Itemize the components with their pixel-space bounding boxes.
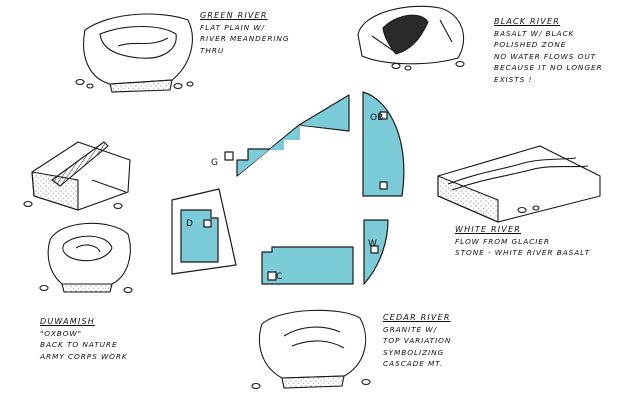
plan-tags: G OB D W C [186, 113, 383, 282]
plinth-w [370, 245, 379, 254]
note-green-river-line: RIVER MEANDERING [200, 34, 290, 43]
note-green-river-line: THRU [200, 45, 225, 55]
plinth-d [203, 219, 212, 228]
note-cedar-river-line: TOP VARIATION [383, 336, 452, 345]
note-black-river-line: EXISTS ! [494, 74, 533, 84]
black-river-rock-sketch [357, 5, 465, 71]
note-duwamish-line: ARMY CORPS WORK [40, 351, 128, 361]
plinth-c [267, 271, 277, 281]
note-black-river-line: POLISHED ZONE [494, 40, 567, 49]
white-river-slab-sketch [437, 145, 601, 223]
note-black-river-line: BASALT W/ BLACK [494, 28, 575, 38]
plinth-ob2 [379, 181, 388, 190]
note-white-river-line: FLOW FROM GLACIER [455, 236, 550, 246]
note-cedar-river-line: GRANITE W/ [383, 324, 437, 334]
note-black-river-line: NO WATER FLOWS OUT [494, 51, 597, 61]
duwamish-pool [180, 209, 219, 263]
plinth-g [224, 151, 234, 161]
duwamish-rock-sketch [39, 222, 133, 294]
tag-ob: OB [370, 113, 383, 123]
note-cedar-river-title: CEDAR RIVER [383, 313, 451, 322]
note-black-river-line: BECAUSE IT NO LONGER [494, 63, 603, 72]
note-duwamish-title: DUWAMISH [40, 317, 95, 326]
tag-w: W [368, 239, 377, 249]
note-white-river: WHITE RIVER FLOW FROM GLACIER STONE - WH… [455, 224, 590, 259]
note-cedar-river-line: CASCADE MT. [383, 359, 444, 368]
wedge-rock-sketch [23, 141, 131, 211]
note-duwamish-line: BACK TO NATURE [40, 340, 118, 349]
green-river-pool-fill [238, 97, 348, 175]
central-plan [171, 91, 405, 285]
note-green-river-title: GREEN RIVER [200, 11, 268, 20]
note-duwamish-line: "OXBOW" [40, 328, 82, 338]
tag-g: G [211, 158, 218, 168]
note-green-river: GREEN RIVER FLAT PLAIN W/ RIVER MEANDERI… [200, 10, 290, 56]
cedar-river-rock-sketch [251, 309, 371, 390]
note-black-river: BLACK RIVER BASALT W/ BLACK POLISHED ZON… [494, 16, 603, 85]
cedar-river-pool [261, 246, 354, 285]
note-cedar-river-line: SYMBOLIZING [383, 347, 445, 357]
green-river-rock-sketch [75, 13, 194, 93]
tag-c: C [276, 272, 282, 282]
note-duwamish: DUWAMISH "OXBOW" BACK TO NATURE ARMY COR… [40, 316, 128, 362]
plinth-ob [379, 111, 388, 120]
note-cedar-river: CEDAR RIVER GRANITE W/ TOP VARIATION SYM… [383, 312, 451, 370]
note-green-river-line: FLAT PLAIN W/ [200, 22, 265, 32]
tag-d: D [186, 219, 193, 229]
note-black-river-title: BLACK RIVER [494, 17, 560, 26]
black-river-pool [362, 91, 405, 197]
duwamish-plot-outline [171, 188, 237, 275]
note-white-river-line: STONE - WHITE RIVER BASALT [455, 248, 591, 257]
note-white-river-title: WHITE RIVER [455, 225, 521, 234]
